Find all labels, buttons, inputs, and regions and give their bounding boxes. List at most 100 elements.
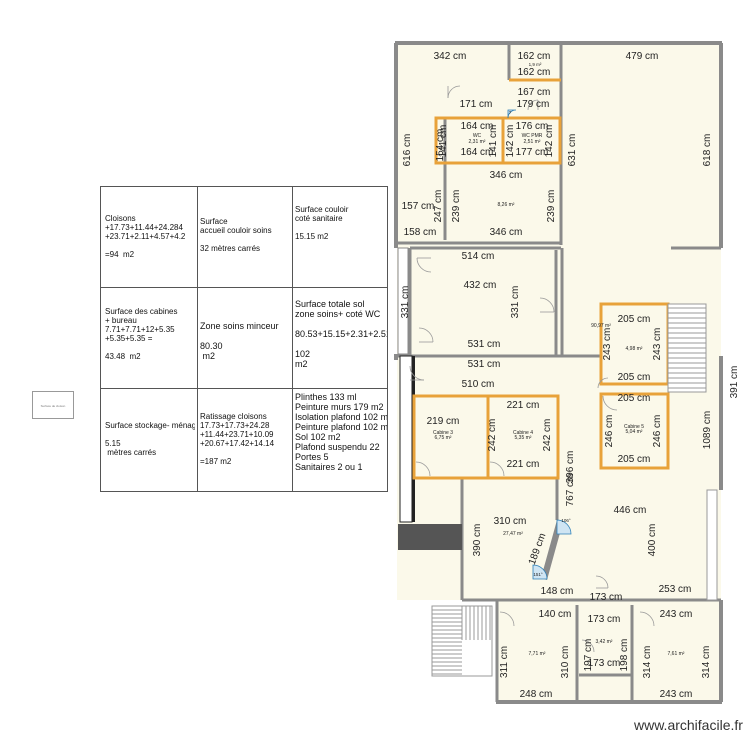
dim-room346-top: 346 cm bbox=[490, 170, 523, 181]
cell-surface-totale: Surface totale sol zone soins+ coté WC 8… bbox=[295, 299, 387, 369]
dim-corr-171: 171 cm bbox=[460, 99, 493, 110]
dim-w248: 248 cm bbox=[520, 689, 553, 700]
dim-room-bl-area: 7,71 m² bbox=[529, 651, 546, 657]
dim-w158: 158 cm bbox=[404, 227, 437, 238]
cell-ratissage: Ratissage cloisons 17.73+17.73+24.28 +11… bbox=[200, 412, 275, 466]
dim-cab4-right: 242 cm bbox=[542, 419, 553, 452]
dim-h197: 197 cm bbox=[583, 639, 594, 672]
dim-room346-left: 239 cm bbox=[451, 190, 462, 223]
dim-w173c: 173 cm bbox=[588, 658, 621, 669]
dim-w446: 446 cm bbox=[614, 505, 647, 516]
dim-cab5-right: 246 cm bbox=[652, 415, 663, 448]
dim-cab4-bottom: 221 cm bbox=[507, 459, 540, 470]
dim-cab-area: 4,98 m² bbox=[626, 346, 643, 352]
dim-h154: 154 cm bbox=[435, 129, 446, 162]
dim-small-room-area: 1,9 m² bbox=[529, 62, 542, 67]
dim-w432: 432 cm bbox=[464, 280, 497, 291]
stairs-bottom-left bbox=[431, 605, 493, 677]
dim-cab-left: 243 cm bbox=[602, 328, 613, 361]
dim-top-right-width: 479 cm bbox=[626, 51, 659, 62]
dim-h331a: 331 cm bbox=[400, 286, 411, 319]
small-legend-box: Surface de cloison bbox=[32, 391, 74, 419]
cell-zone-soins: Zone soins minceur 80.30 m2 bbox=[200, 321, 279, 361]
door-arcs bbox=[409, 85, 655, 653]
dim-top-small-w: 162 cm bbox=[518, 51, 551, 62]
dim-wc-area: 2,31 m² bbox=[469, 139, 486, 145]
outer-walls bbox=[394, 41, 723, 704]
dim-h1089: 1089 cm bbox=[702, 411, 713, 449]
diagonal-wall bbox=[541, 520, 563, 580]
dim-cab5-bottom: 205 cm bbox=[618, 454, 651, 465]
dark-block bbox=[398, 524, 462, 550]
dim-cab4-label: Cabine 4 bbox=[513, 430, 533, 436]
dim-room-br-area: 7,61 m² bbox=[668, 651, 685, 657]
dim-arc1: 106° bbox=[561, 518, 571, 523]
dim-left-height-1: 616 cm bbox=[402, 134, 413, 167]
dim-w253: 253 cm bbox=[659, 584, 692, 595]
dim-h314a: 314 cm bbox=[642, 646, 653, 679]
dim-w140: 140 cm bbox=[539, 609, 572, 620]
dim-wcpmr-right: 142 cm bbox=[544, 125, 555, 158]
dim-h247: 247 cm bbox=[433, 190, 444, 223]
stairs-right bbox=[667, 303, 707, 393]
dim-mid-height: 631 cm bbox=[567, 134, 578, 167]
dim-corr-179: 179 cm bbox=[517, 99, 550, 110]
dim-cab-top: 205 cm bbox=[618, 314, 651, 325]
cell-couloir: Surface couloir coté sanitaire 15.15 m2 bbox=[295, 205, 349, 241]
cell-cloisons: Cloisons +17.73+11.44+24.284 +23.71+2.11… bbox=[105, 214, 186, 259]
dim-h400: 400 cm bbox=[647, 524, 658, 557]
dim-cab-right: 243 cm bbox=[652, 328, 663, 361]
dim-arc2: 151° bbox=[533, 572, 543, 577]
dim-w148: 148 cm bbox=[541, 586, 574, 597]
dim-h391: 391 cm bbox=[729, 366, 740, 399]
dim-wc-bottom: 164 cm bbox=[461, 147, 494, 158]
dim-wc-left: 141 cm bbox=[438, 125, 449, 158]
cell-plinthes: Plinthes 133 ml Peinture murs 179 m2 Iso… bbox=[295, 392, 387, 472]
dim-wcpmr-area: 2,51 m² bbox=[524, 139, 541, 145]
summary-table: Cloisons +17.73+11.44+24.284 +23.71+2.11… bbox=[100, 186, 388, 492]
dim-cab4-left: 242 cm bbox=[487, 419, 498, 452]
blue-door-markers bbox=[507, 109, 572, 580]
dim-cab5-area: 5,04 m² bbox=[626, 429, 643, 435]
dim-room346-bottom: 346 cm bbox=[490, 227, 523, 238]
dim-wc-top: 164 cm bbox=[461, 121, 494, 132]
cell-stockage: Surface stockage- ménag 5.15 mètres carr… bbox=[105, 421, 195, 457]
dim-cab3-label: Cabine 3 bbox=[433, 430, 453, 436]
dim-h331b: 331 cm bbox=[510, 286, 521, 319]
dim-corr-167: 167 cm bbox=[518, 87, 551, 98]
dim-room346-area: 8,26 m² bbox=[498, 202, 515, 208]
dim-top-left-width: 342 cm bbox=[434, 51, 467, 62]
dim-h198: 198 cm bbox=[619, 639, 630, 672]
dim-cab4-area: 5,35 m² bbox=[515, 435, 532, 441]
dim-cab-bottom: 205 cm bbox=[618, 372, 651, 383]
dim-cab3-area: 6,75 m² bbox=[435, 435, 452, 441]
dim-cab5-left: 246 cm bbox=[604, 415, 615, 448]
dim-w243b: 243 cm bbox=[660, 689, 693, 700]
brand-watermark[interactable]: www.archifacile.fr bbox=[634, 717, 743, 733]
dim-w531b: 531 cm bbox=[468, 359, 501, 370]
dim-wc-label: WC bbox=[473, 133, 482, 139]
dim-h310: 310 cm bbox=[560, 646, 571, 679]
dim-w531a: 531 cm bbox=[468, 339, 501, 350]
cell-cabines: Surface des cabines + bureau 7.71+7.71+1… bbox=[105, 307, 178, 361]
dim-arc3: ? bbox=[509, 110, 512, 115]
dim-w173b: 173 cm bbox=[588, 614, 621, 625]
cell-accueil: Surface accueil couloir soins 32 mètres … bbox=[200, 217, 272, 253]
dim-h767: 767 cm bbox=[565, 474, 576, 507]
dim-cab5-label: Cabine 5 bbox=[624, 424, 644, 430]
dim-cab5-top: 205 cm bbox=[618, 393, 651, 404]
dim-w514: 514 cm bbox=[462, 251, 495, 262]
cabin-walls bbox=[412, 78, 670, 480]
dim-w243a: 243 cm bbox=[660, 609, 693, 620]
dim-lower-area: 27,47 m² bbox=[503, 531, 523, 537]
dim-small-room-w: 162 cm bbox=[518, 67, 551, 78]
dim-wcpmr-left: 142 cm bbox=[505, 125, 516, 158]
dim-wc-right: 141 cm bbox=[488, 125, 499, 158]
dim-wcpmr-label: WC PMR bbox=[522, 133, 543, 139]
dim-wcpmr-top: 176 cm bbox=[516, 121, 549, 132]
dim-room346-right: 239 cm bbox=[546, 190, 557, 223]
dim-h390: 390 cm bbox=[472, 524, 483, 557]
dim-cab3-top: 219 cm bbox=[427, 416, 460, 427]
dim-h311: 311 cm bbox=[499, 646, 510, 678]
